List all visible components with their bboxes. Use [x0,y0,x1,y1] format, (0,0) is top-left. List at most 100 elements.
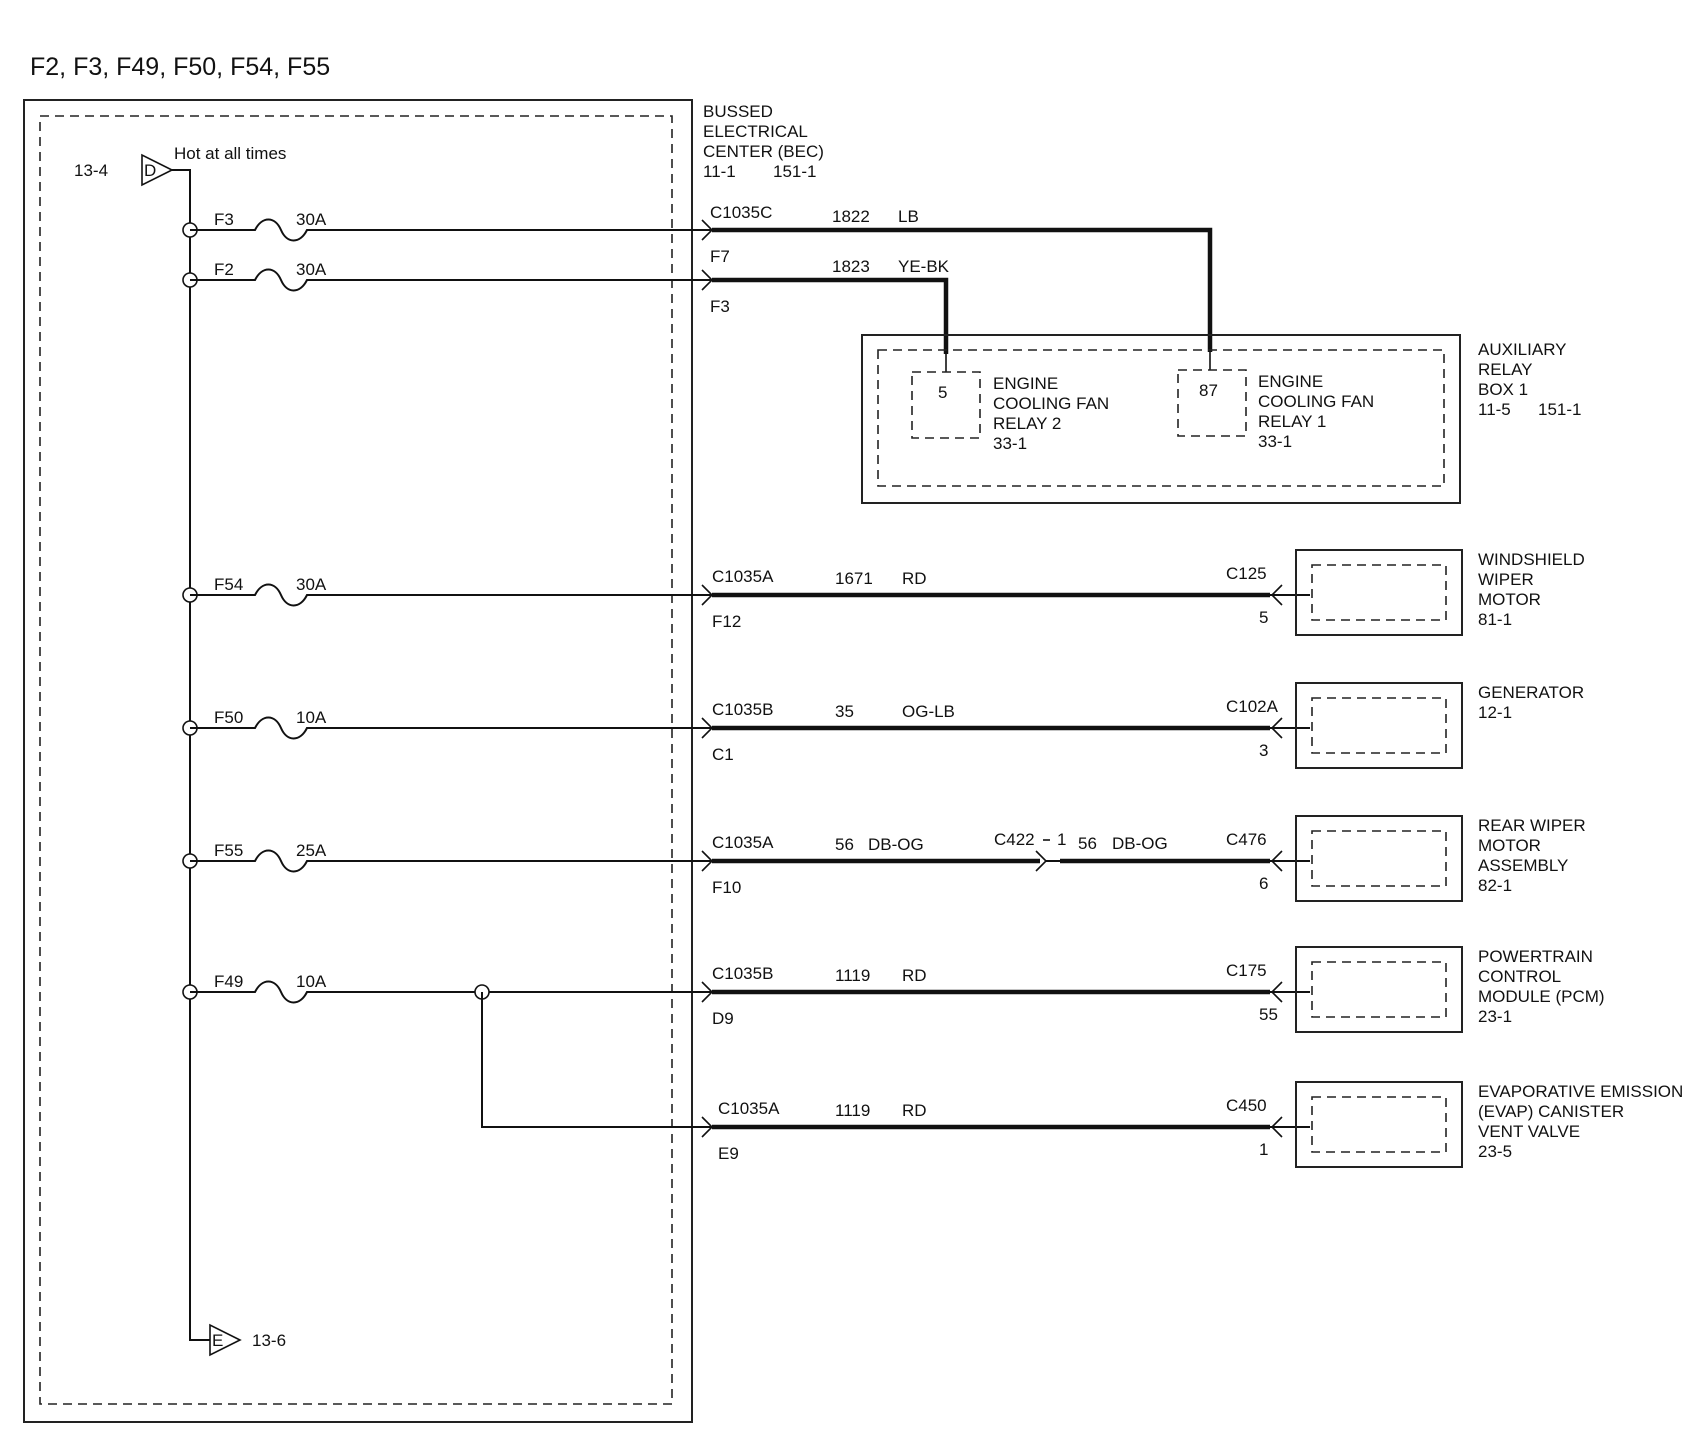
component-3-line-1: CONTROL [1478,967,1561,986]
wire-number-1823: 1823 [832,257,870,276]
wire-number-row-5: 1119 [835,966,870,985]
component-2-line-1: MOTOR [1478,836,1541,855]
fuse-wire-f2 [190,268,712,292]
connector-e-letter: E [212,1331,223,1350]
component-3-line-2: MODULE (PCM) [1478,987,1605,1006]
component-4-line-0: EVAPORATIVE EMISSION [1478,1082,1683,1101]
wire-1822 [712,227,1213,352]
wire-1823 [712,277,949,354]
aux-relay-box-outer [861,334,1461,504]
fuse-id-f49: F49 [214,972,243,991]
bec-inner-box [39,115,673,1405]
bec-name-line2: ELECTRICAL [703,122,808,141]
dest-arrow-row-4 [1270,850,1283,872]
wire-color-row-4: DB-OG [868,835,924,854]
bec-pin-row-5: D9 [712,1009,734,1028]
fuse-id-f50: F50 [214,708,243,727]
fuse-wire-f50 [190,716,712,740]
fuse-rating-f54: 30A [296,575,327,594]
fuse-wire-f54 [190,583,712,607]
aux-box-ref1: 11-5 [1478,400,1511,419]
connector-d-triangle [141,153,174,187]
fuse-id-f54: F54 [214,575,243,594]
dest-connector-row-5: C175 [1226,961,1267,980]
wire-number-row-6: 1119 [835,1101,870,1120]
bec-ref2: 151-1 [773,162,816,181]
fuse-id-f2: F2 [214,260,234,279]
bec-name-line3: CENTER (BEC) [703,142,824,161]
fuse-wire-f3 [190,218,712,242]
dest-arrow-row-3 [1270,717,1283,739]
dest-connector-row-6: C450 [1226,1096,1267,1115]
component-0-line-2: MOTOR [1478,590,1541,609]
bec-label: BUSSED ELECTRICAL CENTER (BEC) 11-1 151-… [703,102,824,181]
component-1-ref: 12-1 [1478,703,1512,722]
dest-pin-row-3: 3 [1259,741,1268,760]
aux-relay-box: 5 ENGINE COOLING FAN RELAY 2 33-1 87 ENG… [861,334,1581,504]
aux-box-name-line1: AUXILIARY [1478,340,1567,359]
component-4-line-2: VENT VALVE [1478,1122,1580,1141]
fuse-rating-f55: 25A [296,841,327,860]
wire-color-1823: YE-BK [898,257,950,276]
fuse-rating-f49: 10A [296,972,327,991]
component-outer-4 [1295,1081,1463,1168]
component-2-ref: 82-1 [1478,876,1512,895]
component-0-ref: 81-1 [1478,610,1512,629]
connector-d-letter: D [144,161,156,180]
bec-connector-c1035c: C1035C [710,203,772,222]
component-4-ref: 23-5 [1478,1142,1512,1161]
bec-connector-row-3: C1035B [712,700,773,719]
bec-pin-row-2: F12 [712,612,741,631]
dest-connector-row-2: C125 [1226,564,1267,583]
wire-number-1822: 1822 [832,207,870,226]
connector-e-triangle [209,1323,242,1357]
wire-number-row-4: 56 [835,835,854,854]
relay-1-ref: 33-1 [1258,432,1292,451]
relay-1-line3: RELAY 1 [1258,412,1326,431]
component-inner-3 [1311,961,1447,1018]
fuse-wire-f49 [190,980,712,1004]
bec-pin-row-4: F10 [712,878,741,897]
bec-pin-row-6: E9 [718,1144,739,1163]
component-4: EVAPORATIVE EMISSION(EVAP) CANISTERVENT … [1295,1081,1683,1168]
bec-connector-row-4: C1035A [712,833,774,852]
relay-1-line2: COOLING FAN [1258,392,1374,411]
relay-1-line1: ENGINE [1258,372,1323,391]
dest-pin-row-6: 1 [1259,1140,1268,1159]
component-1-line-0: GENERATOR [1478,683,1584,702]
wire-color-1822: LB [898,207,919,226]
component-2-line-0: REAR WIPER [1478,816,1586,835]
component-outer-3 [1295,946,1463,1033]
aux-box-name-line2: RELAY [1478,360,1533,379]
wire-color-row-2: RD [902,569,927,588]
component-4-line-1: (EVAP) CANISTER [1478,1102,1624,1121]
fuse-rating-f3: 30A [296,210,327,229]
feed-bus-line [172,169,210,1341]
relay-1-pin-box [1177,369,1247,437]
source-ref-out: 13-6 [252,1331,286,1350]
bec-pin-row-3: C1 [712,745,734,764]
inline-pin: 1 [1057,830,1066,849]
dest-connector-row-4: C476 [1226,830,1267,849]
wire-number-row-3: 35 [835,702,854,721]
fuse-rating-f50: 10A [296,708,327,727]
bec-ref1: 11-1 [703,162,736,181]
component-2-line-2: ASSEMBLY [1478,856,1568,875]
component-outer-0 [1295,549,1463,636]
diagram-title: F2, F3, F49, F50, F54, F55 [30,53,330,81]
component-inner-4 [1311,1096,1447,1153]
dest-arrow-row-6 [1270,1116,1283,1138]
bec-outer-box [23,99,693,1423]
wire-color-row-3: OG-LB [902,702,955,721]
fuse-wire-f55 [190,849,712,873]
